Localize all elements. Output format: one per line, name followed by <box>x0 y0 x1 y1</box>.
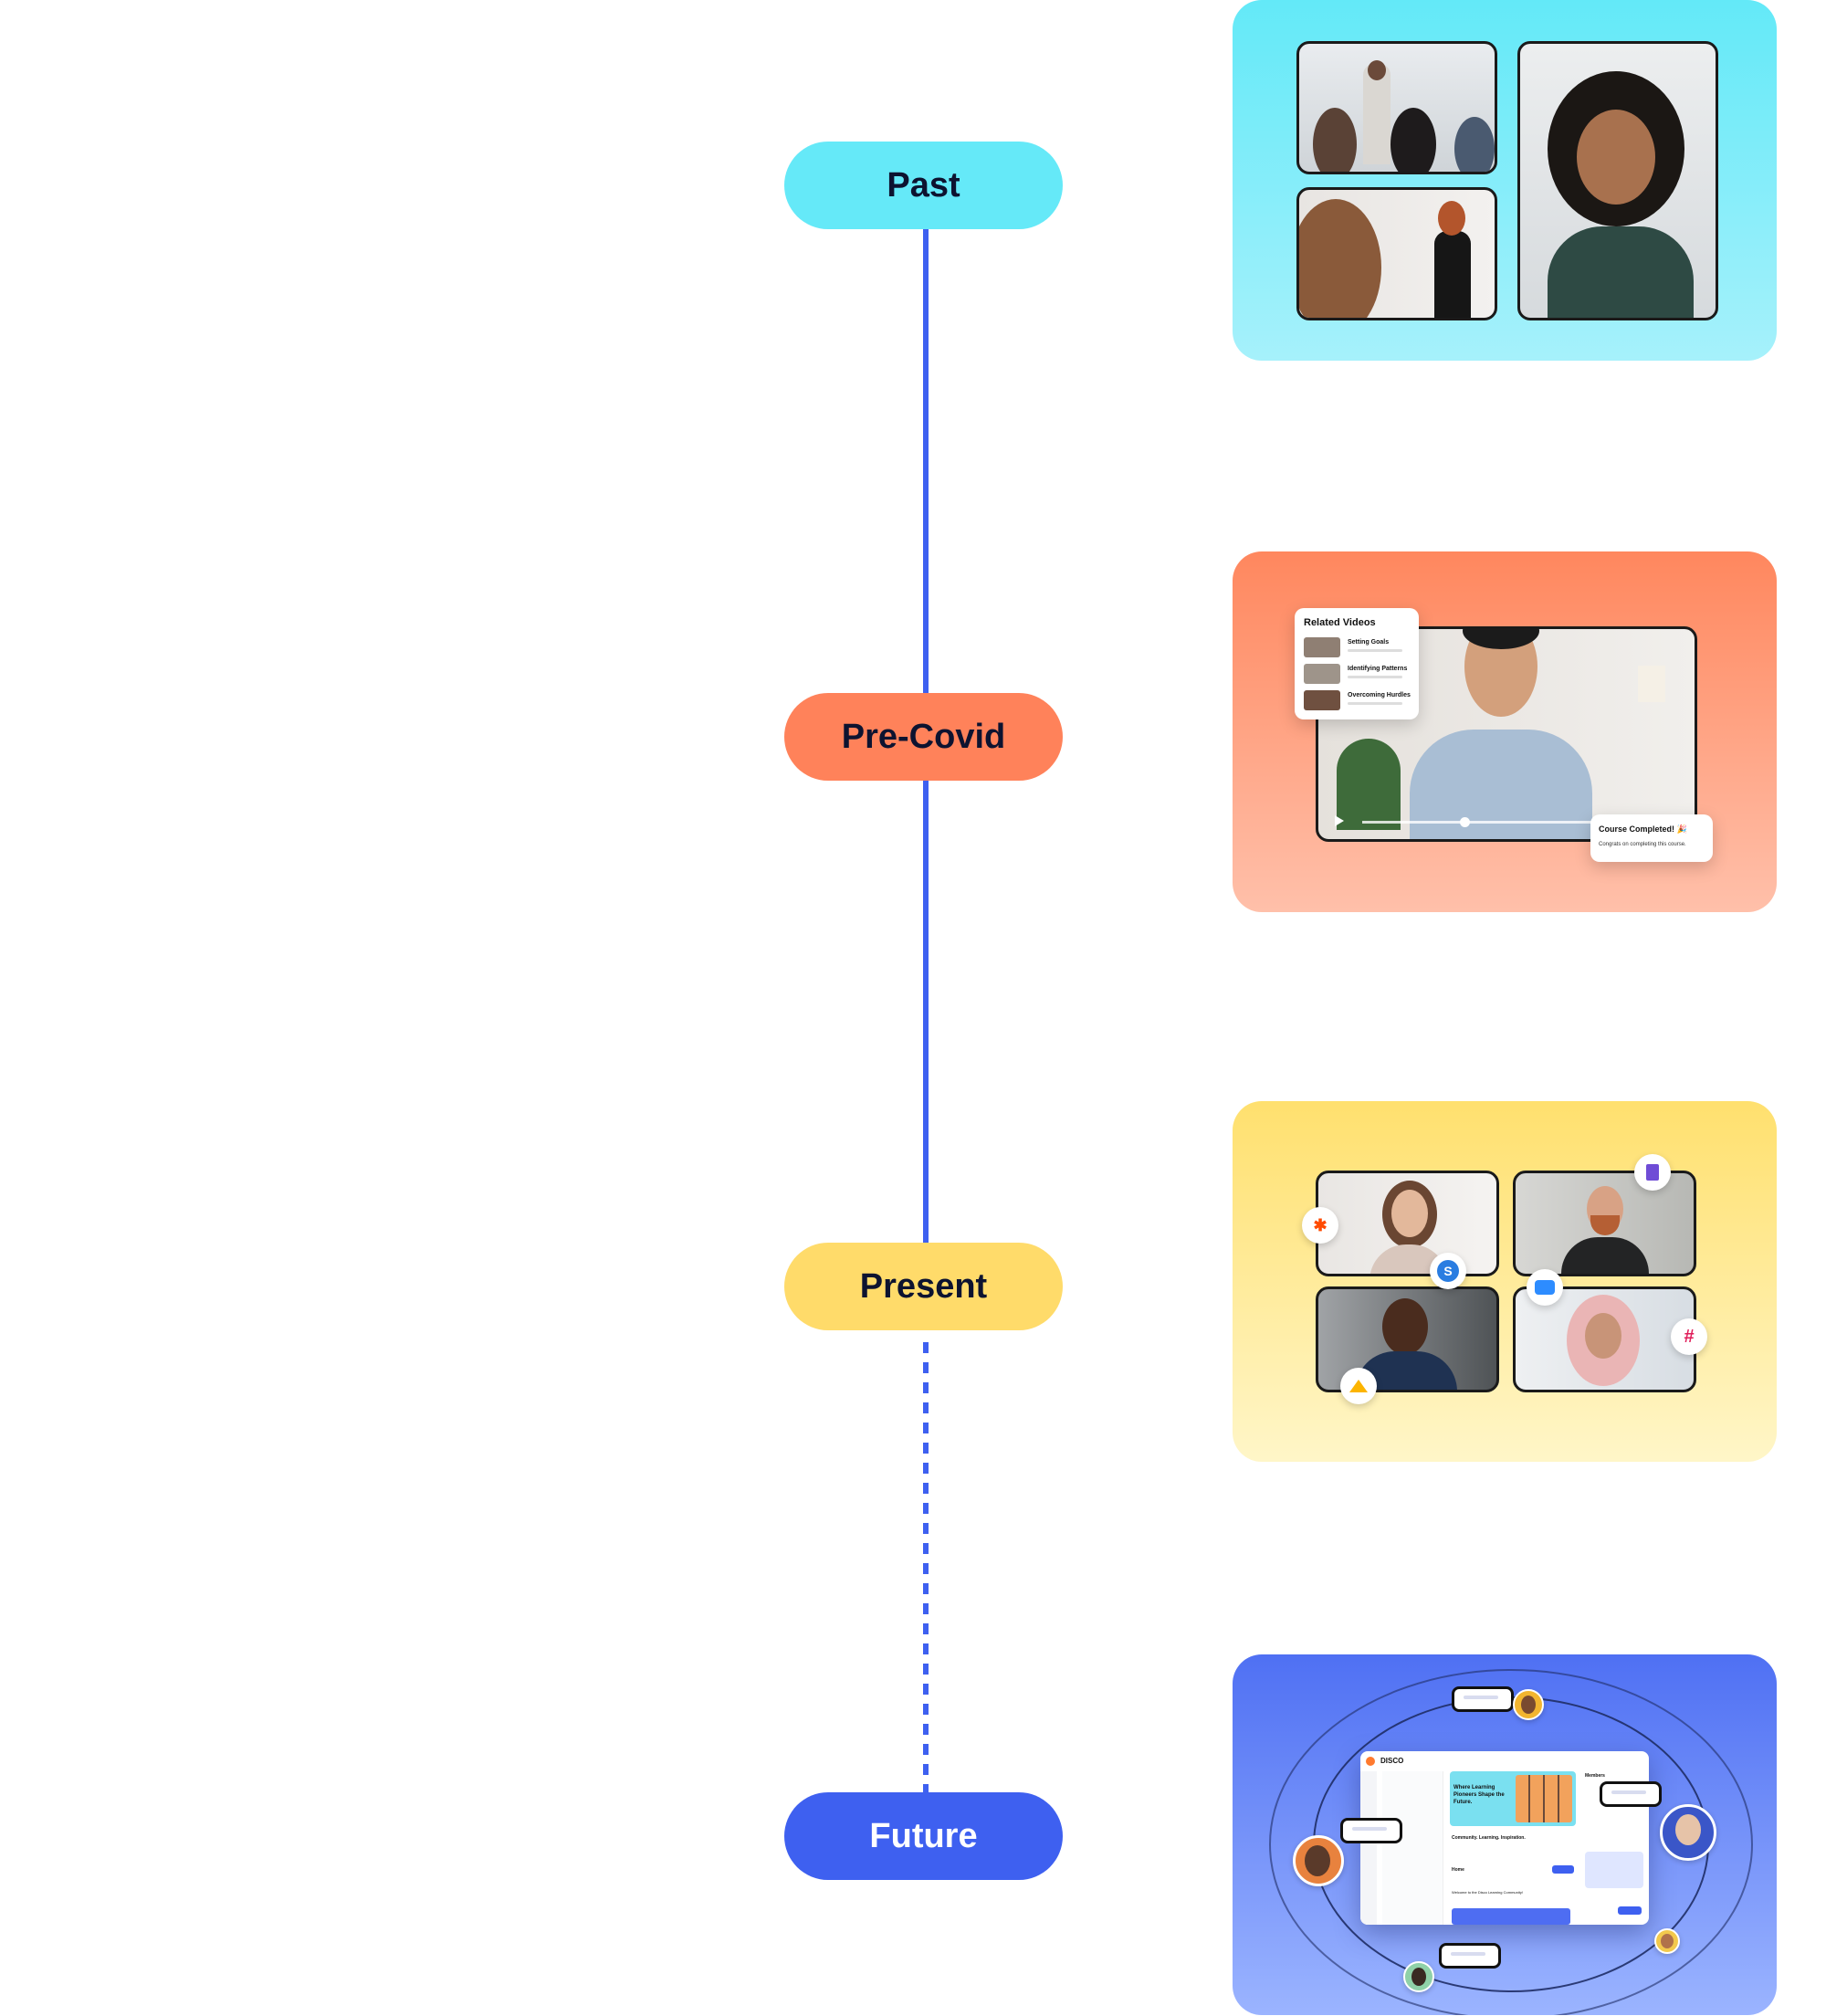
app-logo: DISCO <box>1380 1757 1404 1765</box>
zapier-icon: ✱ <box>1302 1207 1338 1244</box>
video-progress-handle[interactable] <box>1460 817 1470 827</box>
airtable-icon <box>1340 1368 1377 1404</box>
related-videos-panel: Related Videos Setting Goals Identifying… <box>1295 608 1419 719</box>
related-videos-title: Related Videos <box>1304 617 1376 628</box>
call-tile <box>1513 1171 1696 1276</box>
hero-subtitle: Community. Learning. Inspiration. <box>1452 1835 1526 1841</box>
welcome-post: Welcome to the Disco Learning Community! <box>1452 1890 1523 1895</box>
member-avatar <box>1513 1689 1544 1720</box>
shortcut-icon: S <box>1430 1253 1466 1289</box>
chat-bubble <box>1340 1818 1402 1843</box>
course-completed-subtitle: Congrats on completing this course. <box>1599 842 1686 847</box>
call-tile <box>1316 1171 1499 1276</box>
call-tile <box>1513 1286 1696 1392</box>
timeline-dashed-line <box>923 1342 929 1799</box>
video-title: Identifying Patterns <box>1348 666 1408 672</box>
member-avatar <box>1660 1804 1716 1861</box>
stage-label: Past <box>887 165 960 205</box>
member-avatar <box>1293 1835 1344 1886</box>
members-heading: Members <box>1585 1773 1605 1779</box>
video-title: Overcoming Hurdles <box>1348 692 1411 698</box>
video-player[interactable] <box>1316 626 1697 842</box>
present-card: ✱ S # <box>1233 1101 1777 1462</box>
presenter-photo <box>1296 187 1497 320</box>
stage-precovid-pill: Pre-Covid <box>784 693 1063 781</box>
play-icon[interactable] <box>1335 815 1344 826</box>
chat-bubble <box>1439 1943 1501 1969</box>
slack-icon: # <box>1671 1318 1707 1355</box>
hero-text: Where Learning Pioneers Shape the Future… <box>1453 1785 1505 1805</box>
related-video-item[interactable]: Setting Goals <box>1304 637 1413 659</box>
related-video-item[interactable]: Identifying Patterns <box>1304 664 1413 686</box>
stage-present-pill: Present <box>784 1243 1063 1330</box>
join-button[interactable] <box>1618 1906 1642 1915</box>
orbit-ring <box>1269 1669 1753 2015</box>
video-progress-track[interactable] <box>1362 821 1663 824</box>
course-completed-title: Course Completed! 🎉 <box>1599 824 1687 834</box>
stage-future-pill: Future <box>784 1792 1063 1880</box>
member-avatar <box>1654 1928 1680 1954</box>
zoom-icon <box>1527 1269 1563 1306</box>
video-thumbnail <box>1304 664 1340 684</box>
post-button[interactable] <box>1552 1865 1574 1874</box>
video-thumbnail <box>1304 637 1340 657</box>
stage-label: Future <box>869 1816 978 1855</box>
stage-past-pill: Past <box>784 142 1063 229</box>
video-thumbnail <box>1304 690 1340 710</box>
stage-label: Present <box>859 1266 988 1306</box>
stage-label: Pre-Covid <box>841 717 1006 756</box>
chat-bubble <box>1600 1781 1662 1807</box>
video-title: Setting Goals <box>1348 639 1390 646</box>
chat-bubble <box>1452 1686 1514 1712</box>
course-completed-toast: Course Completed! 🎉 Congrats on completi… <box>1590 814 1713 862</box>
member-avatar <box>1403 1961 1434 1992</box>
past-card <box>1233 0 1777 361</box>
related-video-item[interactable]: Overcoming Hurdles <box>1304 690 1413 712</box>
disco-app-preview: DISCO Where Learning Pioneers Shape the … <box>1360 1751 1649 1925</box>
precovid-card: Related Videos Setting Goals Identifying… <box>1233 551 1777 912</box>
home-heading: Home <box>1452 1867 1464 1873</box>
classroom-photo <box>1296 41 1497 174</box>
smiling-woman-photo <box>1517 41 1718 320</box>
forms-icon <box>1634 1154 1671 1191</box>
